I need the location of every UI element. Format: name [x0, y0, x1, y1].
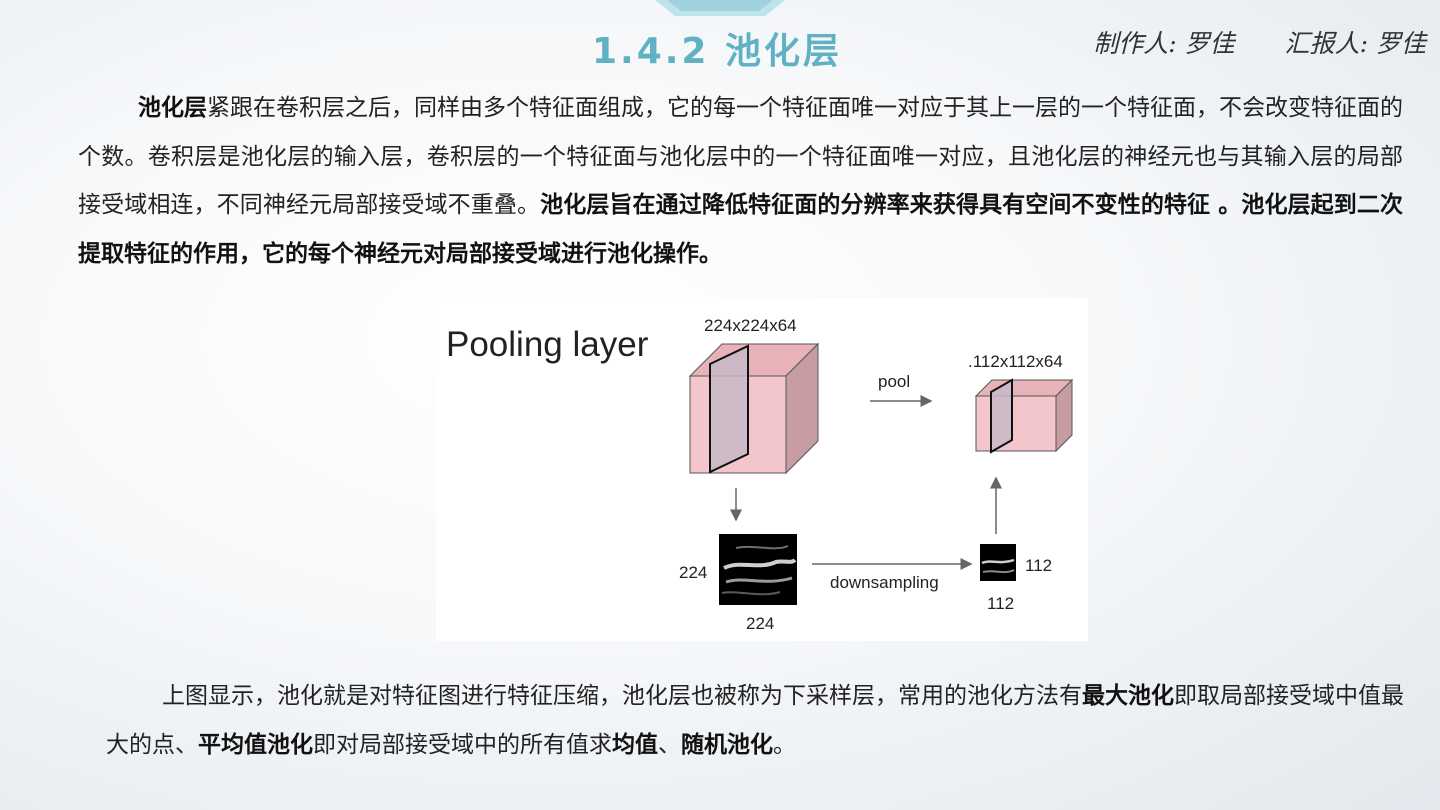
figure-heading: Pooling layer	[446, 325, 649, 364]
input-bottom-label: 224	[746, 614, 774, 633]
top-tab-decoration	[655, 0, 785, 16]
output-volume-cube	[974, 378, 1074, 454]
summary-paragraph: 上图显示，池化就是对特征图进行特征压缩，池化层也被称为下采样层，常用的池化方法有…	[106, 672, 1406, 770]
output-side-label: 112	[1025, 556, 1052, 575]
input-volume-cube	[688, 342, 820, 475]
reporter-credit: 汇报人: 罗佳	[1284, 29, 1426, 58]
output-bottom-label: 112	[987, 594, 1014, 613]
pooling-layer-figure: Pooling layer 224x224x64 pool .112x112x6…	[436, 298, 1088, 641]
output-dims-label: .112x112x64	[968, 352, 1063, 371]
paragraph-segment: 。	[773, 732, 796, 758]
paragraph-segment: 池化层旨在通过降低特征面的分辨率来获得具有空间不变性的特征 。池化层起到二次提取…	[78, 192, 1404, 267]
intro-paragraph: 池化层紧跟在卷积层之后，同样由多个特征面组成，它的每一个特征面唯一对应于其上一层…	[78, 84, 1403, 278]
paragraph-segment: 池化层	[138, 95, 207, 121]
paragraph-segment: 即对局部接受域中的所有值求	[313, 732, 612, 758]
credits: 制作人: 罗佳 汇报人: 罗佳	[1093, 24, 1426, 60]
input-side-label: 224	[679, 563, 707, 582]
paragraph-segment: 平均值池化	[198, 732, 313, 758]
paragraph-segment: 即取局部接受域中值最大的点、	[106, 683, 1404, 758]
output-feature-map	[980, 544, 1016, 581]
paragraph-segment: 随机池化	[681, 732, 773, 758]
input-feature-map	[719, 534, 797, 605]
paragraph-segment: 均值	[612, 732, 658, 758]
paragraph-segment: 最大池化	[1082, 683, 1174, 709]
paragraph-segment: 上图显示，池化就是对特征图进行特征压缩，池化层也被称为下采样层，常用的池化方法有	[162, 683, 1082, 709]
author-credit: 制作人: 罗佳	[1093, 29, 1235, 58]
paragraph-segment: 紧跟在卷积层之后，同样由多个特征面组成，它的每一个特征面唯一对应于其上一层的一个…	[78, 95, 1403, 218]
pool-label: pool	[878, 372, 910, 391]
input-dims-label: 224x224x64	[704, 316, 797, 335]
downsampling-label: downsampling	[830, 573, 939, 592]
paragraph-segment: 、	[658, 732, 681, 758]
slide-title: 1.4.2 池化层	[591, 31, 843, 72]
